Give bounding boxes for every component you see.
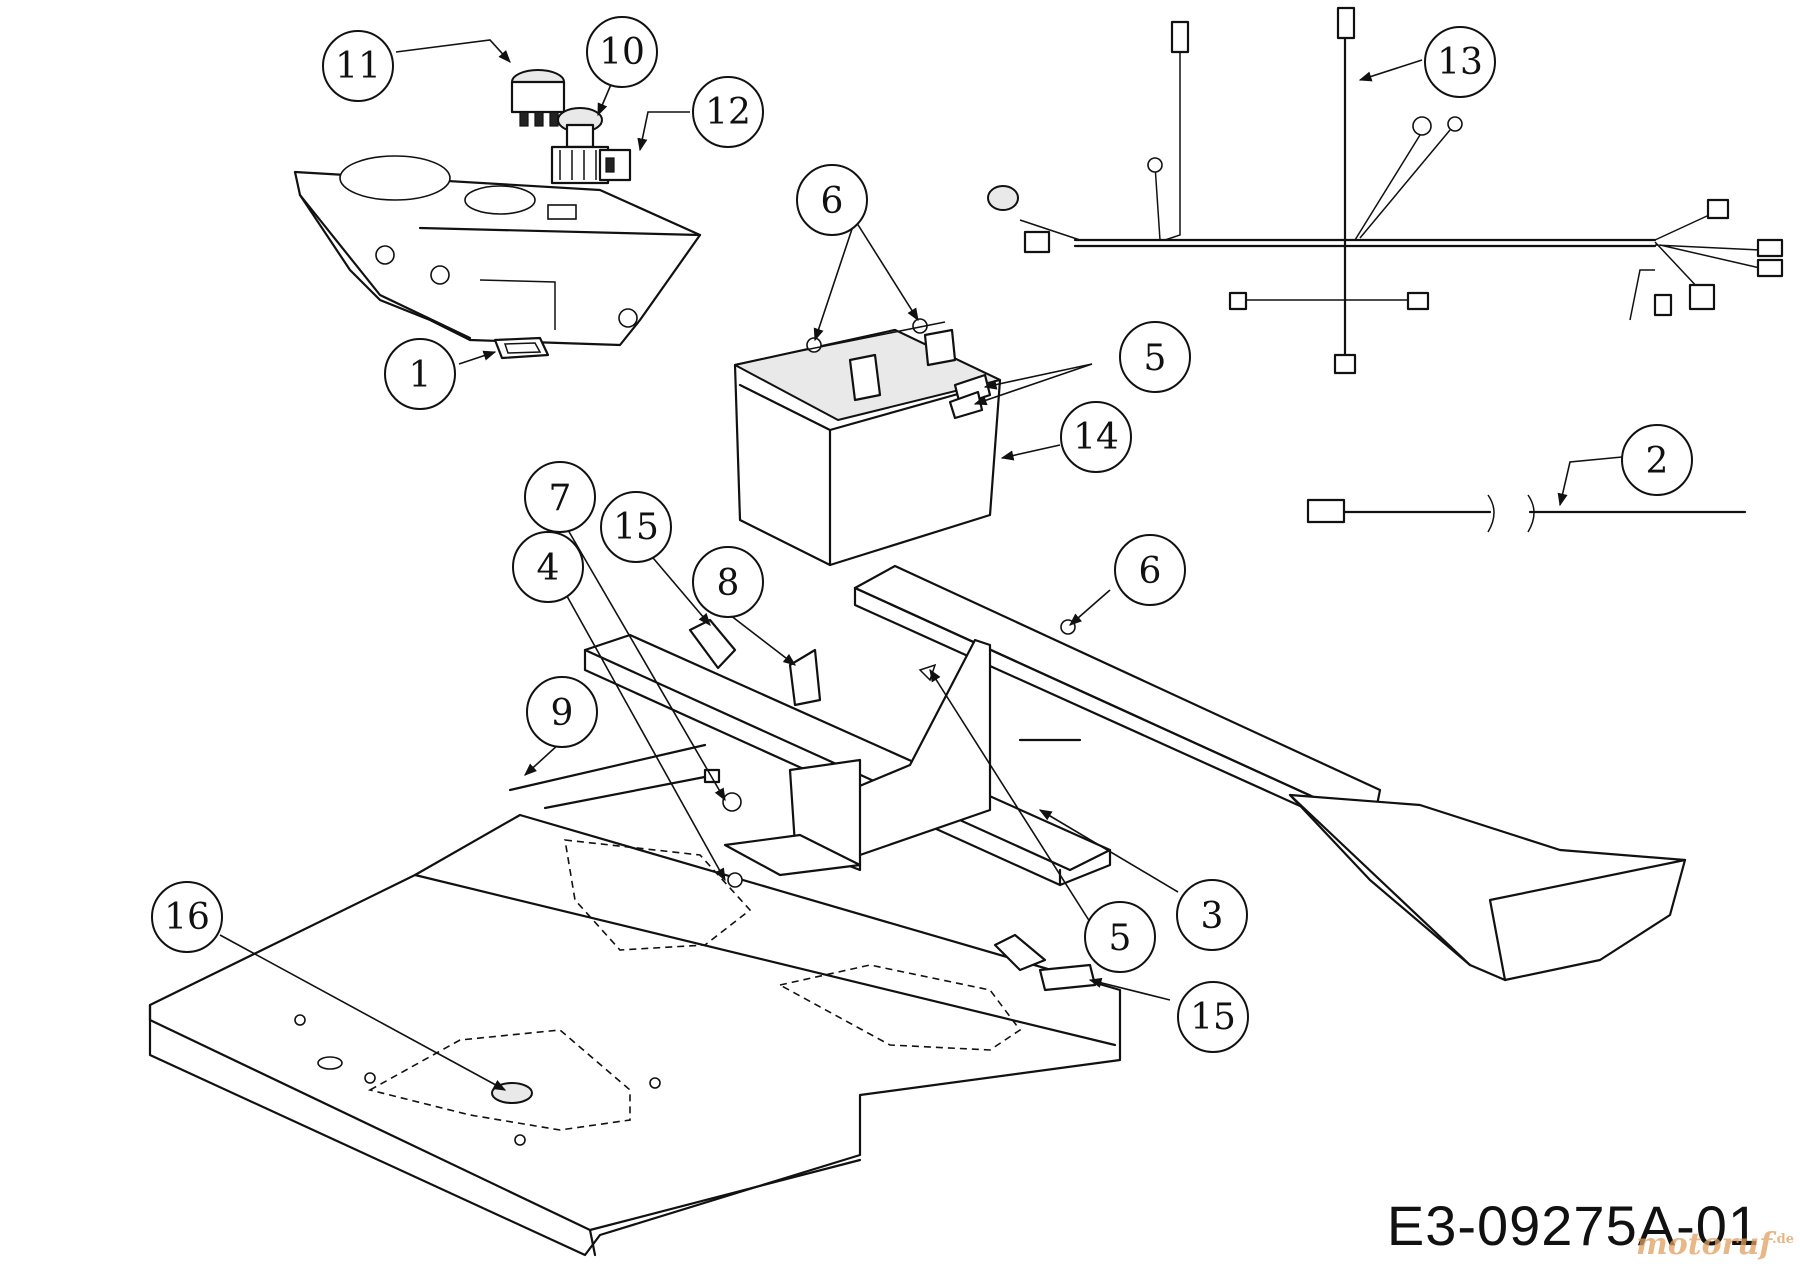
svg-text:6: 6 [821, 181, 844, 222]
callout-10: 10 [586, 16, 658, 88]
svg-text:13: 13 [1437, 42, 1483, 83]
svg-text:7: 7 [549, 478, 572, 519]
watermark-logo: motoruf.de [1636, 1227, 1794, 1262]
svg-text:16: 16 [164, 897, 210, 938]
callout-15a: 15 [600, 491, 672, 563]
callout-16: 16 [151, 881, 223, 953]
svg-text:9: 9 [551, 693, 574, 734]
svg-text:8: 8 [717, 563, 740, 604]
callout-6a: 6 [796, 164, 868, 236]
callout-4: 4 [512, 531, 584, 603]
floor-plate [148, 813, 1122, 1257]
callout-9: 9 [526, 676, 598, 748]
svg-text:5: 5 [1144, 338, 1167, 379]
callout-5b: 5 [1084, 901, 1156, 973]
callout-1: 1 [384, 338, 456, 410]
svg-text:4: 4 [537, 548, 560, 589]
hardware [688, 618, 1097, 992]
svg-text:2: 2 [1646, 441, 1669, 482]
callout-12: 12 [692, 76, 764, 148]
svg-text:6: 6 [1139, 551, 1162, 592]
callout-15b: 15 [1177, 981, 1249, 1053]
callout-14: 14 [1060, 401, 1132, 473]
svg-text:3: 3 [1201, 896, 1224, 937]
battery [733, 318, 1002, 567]
callout-8: 8 [692, 546, 764, 618]
watermark-text: motoruf [1635, 1227, 1773, 1262]
callout-5a: 5 [1119, 321, 1191, 393]
svg-text:1: 1 [409, 355, 432, 396]
callout-3: 3 [1176, 879, 1248, 951]
square-bushing [493, 336, 550, 360]
svg-text:10: 10 [599, 32, 645, 73]
leader-lines [219, 39, 1623, 1091]
svg-text:11: 11 [335, 46, 381, 87]
watermark-suffix: .de [1772, 1232, 1794, 1247]
frame-rail-right [853, 564, 1687, 982]
wiring-harness [987, 6, 1784, 375]
svg-text:5: 5 [1109, 918, 1132, 959]
key-switch [510, 69, 566, 127]
svg-text:15: 15 [613, 507, 659, 548]
callout-2: 2 [1621, 424, 1693, 496]
callout-6b: 6 [1114, 534, 1186, 606]
callout-7: 7 [524, 461, 596, 533]
svg-text:12: 12 [705, 92, 751, 133]
callout-13: 13 [1424, 26, 1496, 98]
dash-panel-bracket [293, 155, 702, 347]
drawing-number: E3-09275A-01 [1386, 1194, 1760, 1257]
svg-text:15: 15 [1190, 997, 1236, 1038]
callout-11: 11 [322, 30, 394, 102]
battery-tray [723, 638, 1082, 877]
svg-text:14: 14 [1073, 417, 1119, 458]
ground-wire [1306, 494, 1747, 533]
cable-ties [508, 743, 721, 810]
plunger-switch [598, 148, 632, 182]
